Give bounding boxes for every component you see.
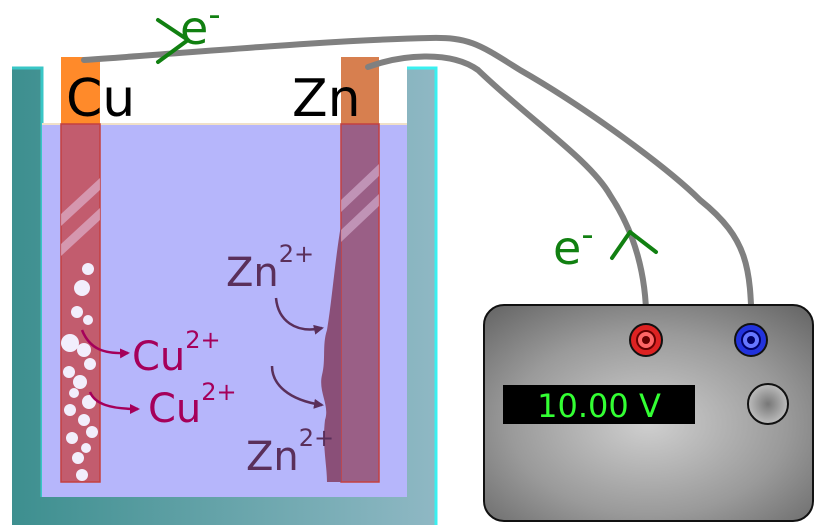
copper-deposit <box>61 263 98 481</box>
electron-label-right: e- <box>553 215 594 275</box>
cu-ion-label-1: Cu2+ <box>132 326 221 380</box>
cu-ion-arrow-1 <box>80 329 130 359</box>
zinc-corrosion <box>321 225 341 482</box>
wire-copper <box>81 34 755 333</box>
voltmeter-display <box>503 385 695 424</box>
knob-icon[interactable] <box>747 383 789 425</box>
wire-zinc <box>365 53 650 338</box>
cu-ion-arrow-2 <box>88 391 140 414</box>
electron-label-top: e- <box>180 0 221 55</box>
electron-arrow-top <box>156 18 190 64</box>
voltmeter-reading: 10.00 V <box>537 387 661 425</box>
copper-label: Cu <box>66 69 135 129</box>
electron-arrow-right <box>610 230 658 260</box>
copper-electrode <box>60 57 101 483</box>
zn-ion-label-1: Zn2+ <box>226 240 314 296</box>
zn-ion-arrow-1 <box>274 297 324 335</box>
voltmeter: 10.00 V <box>483 304 814 522</box>
zn-ion-arrow-2 <box>270 365 324 409</box>
terminal-red-icon[interactable] <box>629 323 663 357</box>
cu-ion-label-2: Cu2+ <box>148 378 237 432</box>
zinc-label: Zn <box>292 69 361 129</box>
zn-ion-label-2: Zn2+ <box>246 424 334 480</box>
terminal-blue-icon[interactable] <box>734 323 768 357</box>
